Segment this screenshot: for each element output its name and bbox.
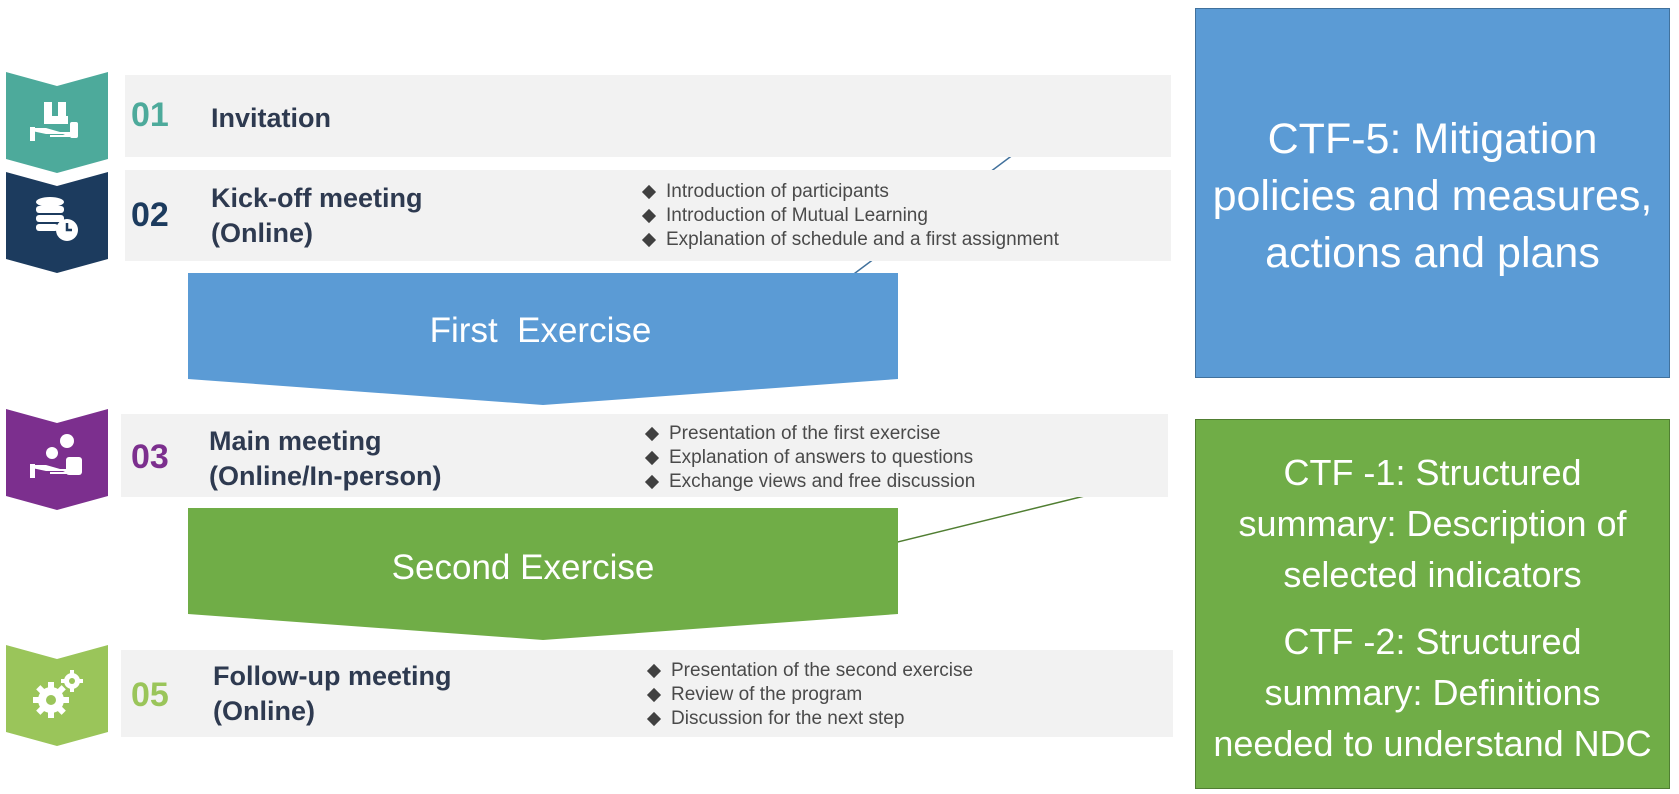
hand-with-gift-icon	[30, 102, 78, 141]
step-02-badge-shape	[6, 172, 108, 273]
ctf-5-text: CTF-5: Mitigation policies and measures,…	[1212, 115, 1653, 277]
hand-with-coins-icon	[30, 434, 82, 478]
step-03-title-line1: Main meeting	[209, 426, 382, 456]
step-03-bullets: Presentation of the first exercise Expla…	[643, 422, 975, 494]
diamond-bullet-icon	[644, 426, 660, 442]
step-05-title-line2: (Online)	[213, 696, 315, 726]
step-02-number: 02	[131, 196, 169, 234]
step-01-title: Invitation	[211, 103, 331, 133]
bullet-item: Explanation of answers to questions	[643, 446, 975, 470]
step-03-title-line2: (Online/In-person)	[209, 461, 442, 491]
step-01-row	[125, 75, 1171, 157]
diamond-bullet-icon	[641, 184, 657, 200]
step-05-badge	[6, 645, 108, 746]
first-exercise-chevron	[188, 273, 898, 405]
step-03-badge-shape	[6, 409, 108, 510]
step-05-bullets: Presentation of the second exercise Revi…	[645, 659, 973, 731]
gears-icon	[33, 670, 83, 718]
diamond-bullet-icon	[646, 663, 662, 679]
ctf-2-text: CTF -2: Structured summary: Definitions …	[1213, 621, 1652, 764]
step-01-number: 01	[131, 96, 169, 134]
diamond-bullet-icon	[644, 450, 660, 466]
step-02-bullets: Introduction of participants Introductio…	[640, 180, 1059, 252]
step-02-title-line1: Kick-off meeting	[211, 183, 423, 213]
step-03-number: 03	[131, 438, 169, 476]
diamond-bullet-icon	[641, 208, 657, 224]
bullet-item: Presentation of the second exercise	[645, 659, 973, 683]
step-05-title-line1: Follow-up meeting	[213, 661, 452, 691]
bullet-item: Explanation of schedule and a first assi…	[640, 228, 1059, 252]
step-02-title-line2: (Online)	[211, 218, 313, 248]
diamond-bullet-icon	[641, 232, 657, 248]
diamond-bullet-icon	[646, 711, 662, 727]
step-03-row	[121, 414, 1168, 497]
step-02-badge	[6, 172, 108, 273]
first-exercise-label: First Exercise	[429, 311, 652, 350]
bullet-item: Exchange views and free discussion	[643, 470, 975, 494]
bullet-item: Review of the program	[645, 683, 973, 707]
second-exercise-label: Second Exercise	[391, 548, 655, 587]
step-05-number: 05	[131, 676, 169, 714]
step-03-badge	[6, 409, 108, 510]
bullet-item: Introduction of Mutual Learning	[640, 204, 1059, 228]
bullet-item: Discussion for the next step	[645, 707, 973, 731]
diamond-bullet-icon	[646, 687, 662, 703]
ctf-1-text: CTF -1: Structured summary: Description …	[1238, 452, 1627, 595]
diamond-bullet-icon	[644, 474, 660, 490]
bullet-item: Presentation of the first exercise	[643, 422, 975, 446]
ctf-1-2-box: CTF -1: Structured summary: Description …	[1195, 419, 1670, 789]
ctf-5-box: CTF-5: Mitigation policies and measures,…	[1195, 8, 1670, 378]
database-clock-icon	[36, 197, 78, 241]
second-exercise-chevron	[188, 508, 898, 640]
step-01-badge	[6, 72, 108, 173]
bullet-item: Introduction of participants	[640, 180, 1059, 204]
